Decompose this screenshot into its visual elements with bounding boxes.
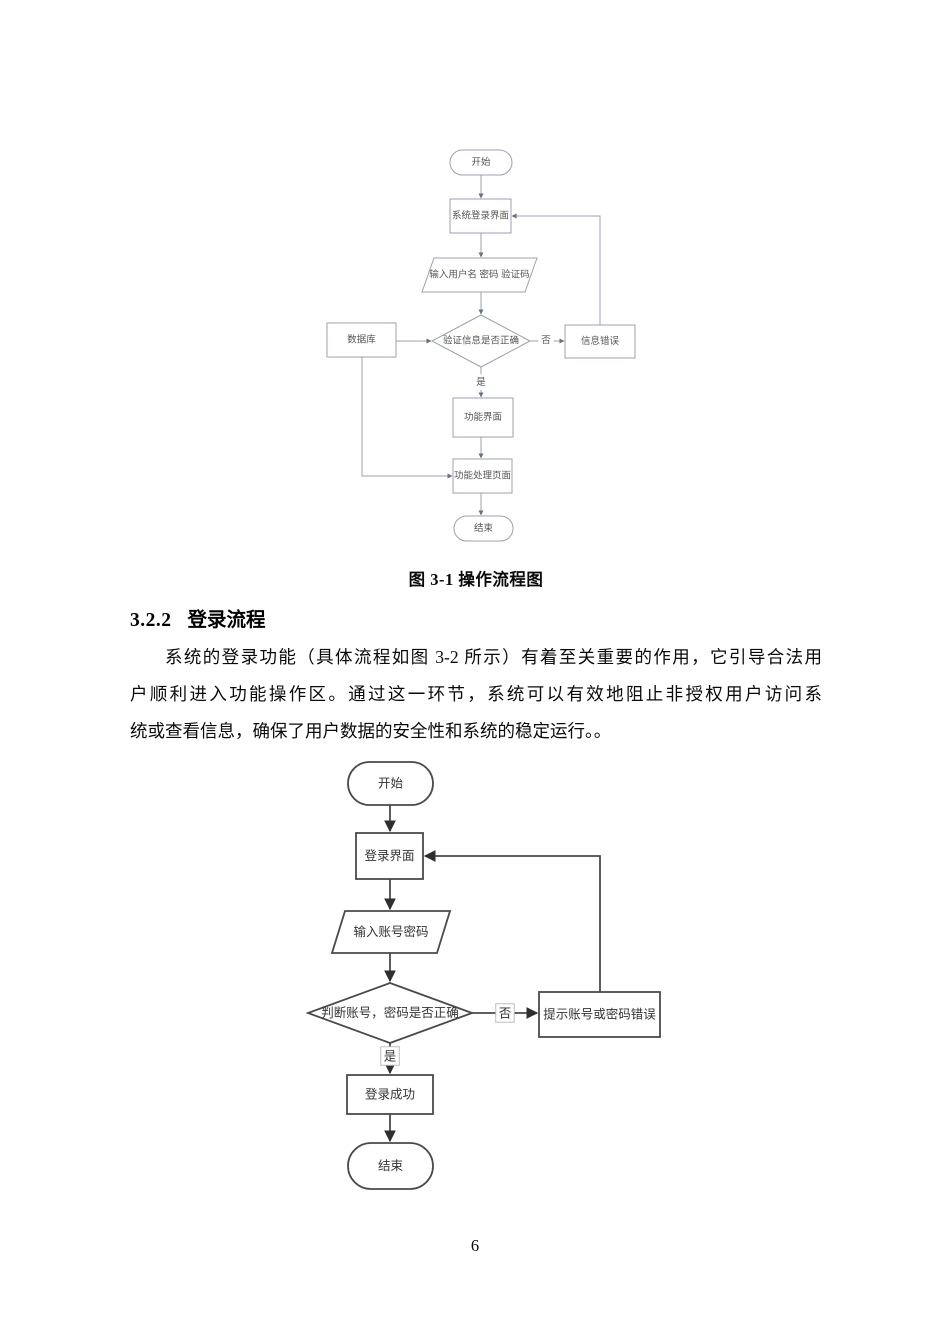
- page-number: 6: [470, 1236, 480, 1255]
- flow-node-label-login-ui: 登录界面: [364, 848, 414, 863]
- paragraph-line: 户顺利进入功能操作区。通过这一环节，系统可以有效地阻止非授权用户访问系: [130, 683, 822, 704]
- flow-node-login-ui: [355, 832, 424, 880]
- flow-node-label-func-page: 功能处理页面: [454, 470, 511, 482]
- edge-label-box: [380, 1046, 400, 1066]
- flow-node-success: [346, 1074, 434, 1115]
- edge-label: 否: [499, 1007, 512, 1021]
- flow-node-label-judge: 判断账号，密码是否正确: [321, 1005, 459, 1020]
- flow-node-input: [421, 257, 538, 293]
- body-paragraph: 系统的登录功能（具体流程如图 3-2 所示）有着至关重要的作用，它引导合法用 户…: [130, 639, 822, 749]
- flow-node-end: [347, 1142, 434, 1190]
- section-title: 登录流程: [187, 610, 266, 631]
- flow-node-label-func-ui: 功能界面: [464, 411, 502, 423]
- flow-node-label-input: 输入账号密码: [353, 924, 428, 939]
- flow-node-label-verify: 验证信息是否正确: [443, 335, 519, 347]
- flow-node-start: [347, 761, 434, 806]
- flow-node-label-success: 登录成功: [365, 1087, 415, 1102]
- flow-node-end: [453, 515, 514, 542]
- paragraph-line: 统或查看信息，确保了用户数据的安全性和系统的稳定运行。。: [130, 720, 612, 741]
- edge-label: 否: [541, 335, 551, 346]
- flow-node-label-database: 数据库: [347, 334, 376, 346]
- flow-node-verify: [430, 314, 532, 368]
- flow-node-label-info-error: 信息错误: [581, 335, 620, 347]
- flow-edge-db-to-funcpage: [361, 357, 453, 479]
- flow-node-info-error: [564, 324, 636, 359]
- flow-node-label-start: 开始: [471, 156, 491, 168]
- flow-node-start: [449, 149, 513, 176]
- figure-caption: 图 3-1 操作流程图: [408, 570, 544, 589]
- flow-node-label-input: 输入用户名 密码 验证码: [429, 269, 529, 281]
- flow-node-label-tip-error: 提示账号或密码错误: [543, 1007, 656, 1022]
- edge-label-box: [538, 332, 554, 348]
- edge-label-box: [495, 1003, 515, 1023]
- flow-edge-tip-to-login: [423, 850, 601, 992]
- section-number: 3.2.2: [130, 610, 172, 631]
- flow-node-judge: [305, 982, 475, 1044]
- edge-label: 是: [476, 377, 486, 388]
- flow-edge-error-to-login: [511, 213, 601, 325]
- edge-label: 是: [384, 1050, 397, 1064]
- flow-node-label-end: 结束: [378, 1159, 404, 1173]
- flow-node-login-ui: [449, 198, 512, 234]
- edge-label-box: [473, 374, 489, 390]
- flow-node-tip-error: [538, 991, 661, 1038]
- flow-node-func-ui: [452, 397, 514, 438]
- section-heading: 3.2.2 登录流程: [130, 603, 266, 632]
- flow-node-database: [326, 322, 397, 358]
- paragraph-line: 系统的登录功能（具体流程如图 3-2 所示）有着至关重要的作用，它引导合法用: [165, 647, 822, 667]
- flow-node-label-login-ui: 系统登录界面: [452, 210, 509, 222]
- flow-node-label-start: 开始: [378, 777, 404, 791]
- flow-node-func-page: [452, 458, 513, 494]
- flow-node-label-end: 结束: [474, 522, 494, 534]
- flow-node-input: [330, 910, 452, 954]
